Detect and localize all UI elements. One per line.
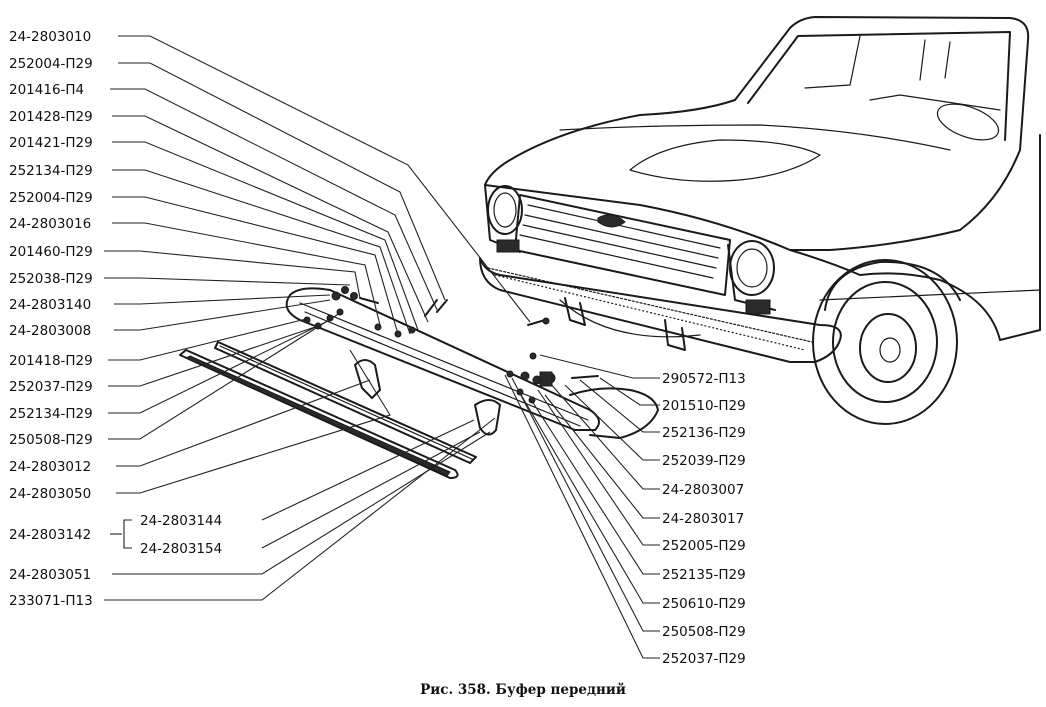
part-label: 252004-П29 — [9, 56, 93, 72]
left-label-column: 24-2803010 252004-П29 201416-П4 201428-П29 2… — [9, 29, 93, 502]
group-item-2: 24-2803154 — [140, 541, 222, 557]
part-label: 252004-П29 — [9, 190, 93, 206]
left-bottom-labels: 24-2803051 233071-П13 — [9, 567, 93, 609]
part-label: 24-2803017 — [662, 511, 744, 527]
part-label: 252136-П29 — [662, 425, 746, 441]
part-label: 24-2803010 — [9, 29, 91, 45]
part-label: 252039-П29 — [662, 453, 746, 469]
part-label: 252135-П29 — [662, 567, 746, 583]
part-label: 24-2803016 — [9, 216, 91, 232]
part-label: 252134-П29 — [9, 163, 93, 179]
part-label: 252037-П29 — [9, 379, 93, 395]
part-label: 250508-П29 — [9, 432, 93, 448]
part-label: 201428-П29 — [9, 109, 93, 125]
part-label: 290572-П13 — [662, 371, 746, 387]
figure-caption: Рис. 358. Буфер передний — [420, 682, 626, 698]
bumper-parts — [179, 286, 659, 479]
part-label: 24-2803140 — [9, 297, 91, 313]
part-label: 252134-П29 — [9, 406, 93, 422]
part-label: 252038-П29 — [9, 271, 93, 287]
part-label: 24-2803008 — [9, 323, 91, 339]
part-label: 250508-П29 — [662, 624, 746, 640]
part-label: 201418-П29 — [9, 353, 93, 369]
leader-lines — [104, 35, 660, 659]
part-label: 24-2803007 — [662, 482, 744, 498]
part-label: 201460-П29 — [9, 244, 93, 260]
part-label: 201421-П29 — [9, 135, 93, 151]
part-label: 252005-П29 — [662, 538, 746, 554]
part-label: 201510-П29 — [662, 398, 746, 414]
right-label-column: 290572-П13 201510-П29 252136-П29 252039-П29… — [662, 371, 746, 667]
part-label: 201416-П4 — [9, 82, 84, 98]
group-part-label: 24-2803142 — [9, 527, 91, 543]
part-label: 250610-П29 — [662, 596, 746, 612]
part-label: 252037-П29 — [662, 651, 746, 667]
car-illustration — [479, 16, 1041, 425]
part-label: 24-2803012 — [9, 459, 91, 475]
group-label: 24-2803142 24-2803144 24-2803154 — [9, 513, 222, 557]
part-label: 24-2803051 — [9, 567, 91, 583]
group-item-1: 24-2803144 — [140, 513, 222, 529]
part-label: 24-2803050 — [9, 486, 91, 502]
part-label: 233071-П13 — [9, 593, 93, 609]
